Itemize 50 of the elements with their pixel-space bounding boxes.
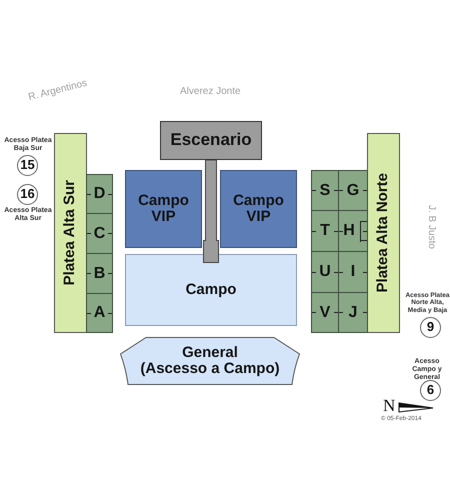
section-letter: U: [319, 263, 331, 281]
stage-name: Escenario: [170, 131, 252, 150]
seating-section: [311, 170, 339, 211]
seating-section-band: [54, 133, 87, 333]
seating-section: [311, 292, 339, 333]
gate-circle: [420, 317, 441, 338]
section-letter: D: [94, 185, 106, 203]
seating-area: [220, 170, 297, 248]
compass-letter: N: [383, 397, 396, 414]
seating-area: [125, 254, 297, 326]
seating-section-band: [367, 133, 400, 333]
section-letter: T: [320, 222, 330, 240]
section-letter: S: [320, 182, 330, 200]
seating-area: [120, 337, 300, 385]
seating-section: [338, 292, 368, 333]
gate-number: 9: [426, 320, 434, 335]
seating-section: [338, 251, 368, 293]
area-name: General: [182, 344, 238, 361]
gate-circle: [420, 380, 441, 401]
street-name: Alverez Jonte: [180, 86, 241, 97]
seating-section: [86, 253, 113, 294]
seating-section: [311, 251, 339, 293]
area-name: Campo: [186, 282, 236, 298]
seating-section: [86, 293, 113, 333]
seating-section: [338, 210, 368, 252]
street-name: J. B Justo: [426, 205, 437, 249]
area-name: (Ascesso a Campo): [140, 361, 280, 378]
section-letter: G: [346, 182, 360, 200]
seating-section: [86, 213, 113, 254]
section-letter: V: [320, 304, 330, 322]
seating-area: [125, 170, 202, 248]
section-letter: B: [94, 264, 106, 282]
area-name: Campo VIP: [232, 192, 285, 226]
gate-number: 16: [20, 187, 35, 202]
street-name: R. Argentinos: [27, 78, 88, 103]
area-name: Campo VIP: [137, 192, 190, 226]
seating-section: [338, 170, 368, 211]
section-letter: I: [350, 263, 356, 281]
seating-section: [311, 210, 339, 252]
section-letter: H: [343, 222, 355, 240]
section-letter: C: [94, 224, 106, 242]
gate-number: 15: [20, 158, 35, 173]
section-name: Platea Alta Norte: [375, 173, 392, 293]
stage-block: [160, 121, 262, 160]
stage-runway: [202, 160, 220, 263]
gate-number: 6: [426, 383, 434, 398]
section-letter: A: [94, 304, 106, 322]
section-letter: J: [348, 304, 358, 322]
seating-section: [86, 174, 113, 214]
section-name: Platea Alta Sur: [62, 180, 79, 286]
